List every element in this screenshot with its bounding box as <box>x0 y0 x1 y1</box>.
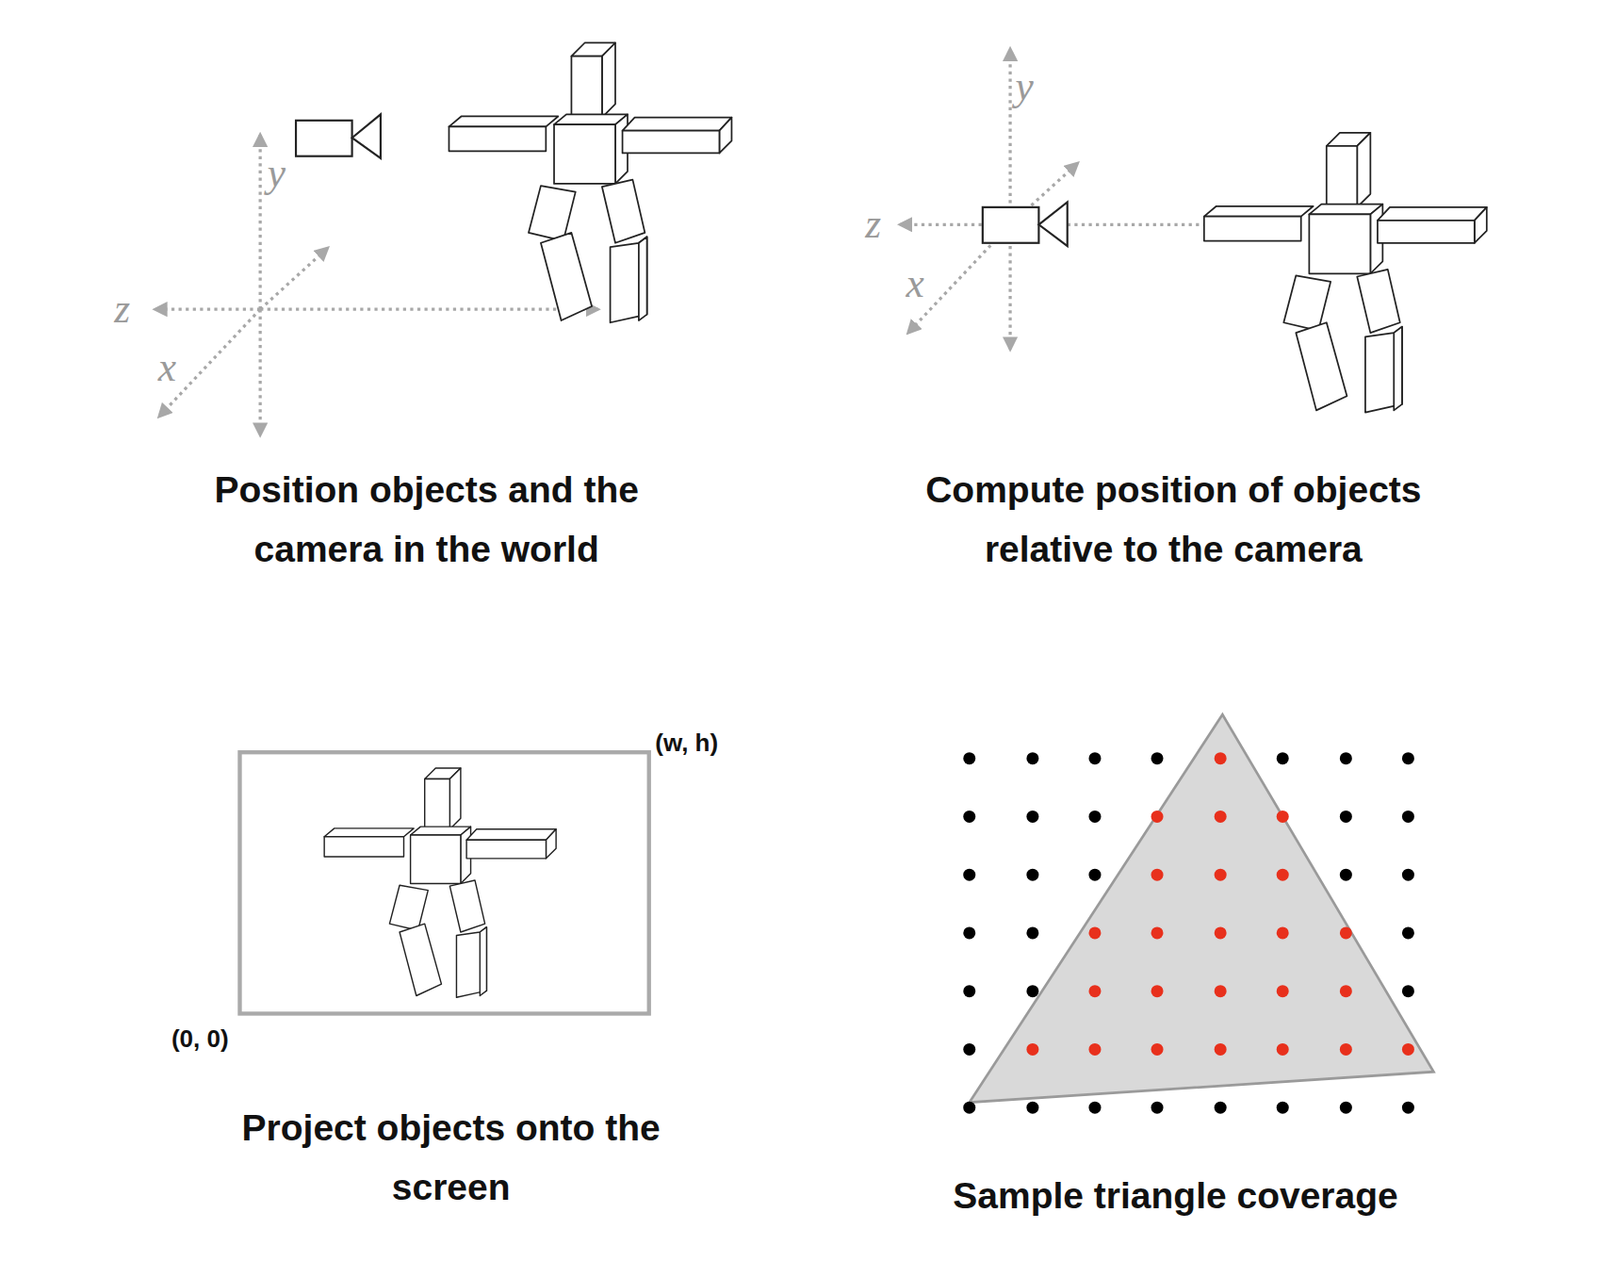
camera-axes <box>899 48 1205 349</box>
sample-dot <box>963 868 976 882</box>
covered-sample <box>1088 926 1101 939</box>
camera-icon <box>295 114 381 159</box>
covered-sample <box>1276 926 1290 939</box>
axis-label: x <box>906 262 925 304</box>
panel-caption: Position objects and the camera in the w… <box>150 459 703 579</box>
world-axes <box>155 134 599 435</box>
sample-dot <box>963 810 976 823</box>
sample-dot <box>1088 1101 1101 1114</box>
sample-dot <box>1402 810 1415 823</box>
covered-sample <box>1151 984 1164 997</box>
covered-sample <box>1151 810 1164 823</box>
covered-sample <box>1214 984 1227 997</box>
covered-sample <box>1151 868 1164 882</box>
sample-dot <box>1402 926 1415 939</box>
panel-caption: Project objects onto the screen <box>221 1097 681 1217</box>
covered-sample <box>1339 1043 1353 1056</box>
covered-sample <box>1088 984 1101 997</box>
sample-dot <box>963 984 976 997</box>
sample-dot <box>1026 984 1039 997</box>
sample-dot <box>1402 751 1415 765</box>
covered-sample <box>1214 926 1227 939</box>
sample-grid <box>963 751 1415 1113</box>
sample-dot <box>963 1043 976 1056</box>
sample-dot <box>1402 1101 1415 1114</box>
covered-sample <box>1339 984 1353 997</box>
sample-dot <box>1276 751 1290 765</box>
robot-figure <box>1204 132 1487 413</box>
axis-label: y <box>1014 65 1033 107</box>
covered-sample <box>1151 926 1164 939</box>
triangle <box>969 714 1435 1103</box>
sample-dot <box>1026 810 1039 823</box>
sample-dot <box>963 1101 976 1114</box>
axis-label: y <box>267 152 286 194</box>
sample-dot <box>1339 810 1353 823</box>
sample-dot <box>1026 751 1039 765</box>
sample-dot <box>1088 868 1101 882</box>
sample-dot <box>1088 810 1101 823</box>
covered-sample <box>1214 868 1227 882</box>
covered-sample <box>1276 810 1290 823</box>
sample-dot <box>1339 751 1353 765</box>
covered-sample <box>1214 751 1227 765</box>
screen-rect <box>239 751 649 1013</box>
covered-sample <box>1276 868 1290 882</box>
sample-dot <box>1276 1101 1290 1114</box>
sample-dot <box>1026 868 1039 882</box>
sample-dot <box>1339 868 1353 882</box>
sample-dot <box>1026 1101 1039 1114</box>
covered-sample <box>1402 1043 1415 1056</box>
corner-coordinate: (w, h) <box>654 730 719 755</box>
robot-figure <box>324 767 556 997</box>
sample-dot <box>1026 926 1039 939</box>
covered-sample <box>1214 1043 1227 1056</box>
sample-dot <box>1088 751 1101 765</box>
covered-sample <box>1088 1043 1101 1056</box>
robot-figure <box>448 42 732 323</box>
sample-dot <box>1151 751 1164 765</box>
covered-sample <box>1151 1043 1164 1056</box>
sample-dot <box>963 751 976 765</box>
sample-dot <box>1339 1101 1353 1114</box>
sample-dot <box>963 926 976 939</box>
panel-caption: Sample triangle coverage <box>869 1166 1483 1226</box>
sample-dot <box>1402 868 1415 882</box>
covered-sample <box>1276 1043 1290 1056</box>
corner-coordinate: (0, 0) <box>171 1027 229 1052</box>
axis-label: z <box>865 204 882 245</box>
camera-icon <box>982 201 1068 246</box>
covered-sample <box>1026 1043 1039 1056</box>
covered-sample <box>1339 926 1353 939</box>
covered-sample <box>1276 984 1290 997</box>
panel-caption: Compute position of objects relative to … <box>857 459 1490 579</box>
sample-dot <box>1402 984 1415 997</box>
sample-dot <box>1151 1101 1164 1114</box>
covered-sample <box>1214 810 1227 823</box>
axis-label: x <box>158 346 177 388</box>
axis-label: z <box>114 289 131 330</box>
sample-dot <box>1214 1101 1227 1114</box>
